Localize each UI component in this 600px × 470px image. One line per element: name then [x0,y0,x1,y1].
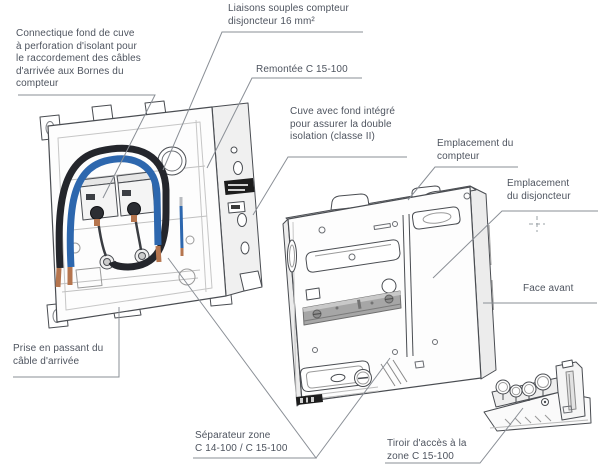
leader-tiroir [385,407,524,464]
label-connectique: Connectique fond de cuve à perforation d… [16,28,141,89]
leader-cuve [252,156,407,216]
label-emplacement-compteur: Emplacement du compteur [437,138,514,162]
label-cuve: Cuve avec fond intégré pour assurer la d… [290,106,396,142]
flexible-cables [55,144,184,288]
leader-connectique [18,94,156,199]
rear-panel-illustration [39,100,263,329]
leader-separateur-droite [315,357,391,459]
din-rail [302,290,402,326]
leader-emplacement-disjoncteur [432,210,598,279]
front-panel-illustration [282,185,497,407]
label-tiroir: Tiroir d'accès à la zone C 15-100 [387,438,467,462]
crosshair-icon [529,216,545,232]
leader-lines [13,31,598,464]
label-emplacement-disjoncteur: Emplacement du disjoncteur [507,178,571,202]
drawer-illustration [483,359,592,432]
leader-liaisons-souples [162,31,363,171]
leader-emplacement-compteur [407,166,518,201]
label-face-avant: Face avant [523,283,574,294]
label-prise: Prise en passant du câble d'arrivée [13,343,104,367]
leader-remontee [206,77,362,169]
label-liaisons-souples: Liaisons souples compteur disjoncteur 16… [228,3,349,27]
leader-prise [13,307,120,378]
label-remontee: Remontée C 15-100 [256,64,348,75]
label-separateur: Séparateur zone C 14-100 / C 15-100 [195,430,288,454]
